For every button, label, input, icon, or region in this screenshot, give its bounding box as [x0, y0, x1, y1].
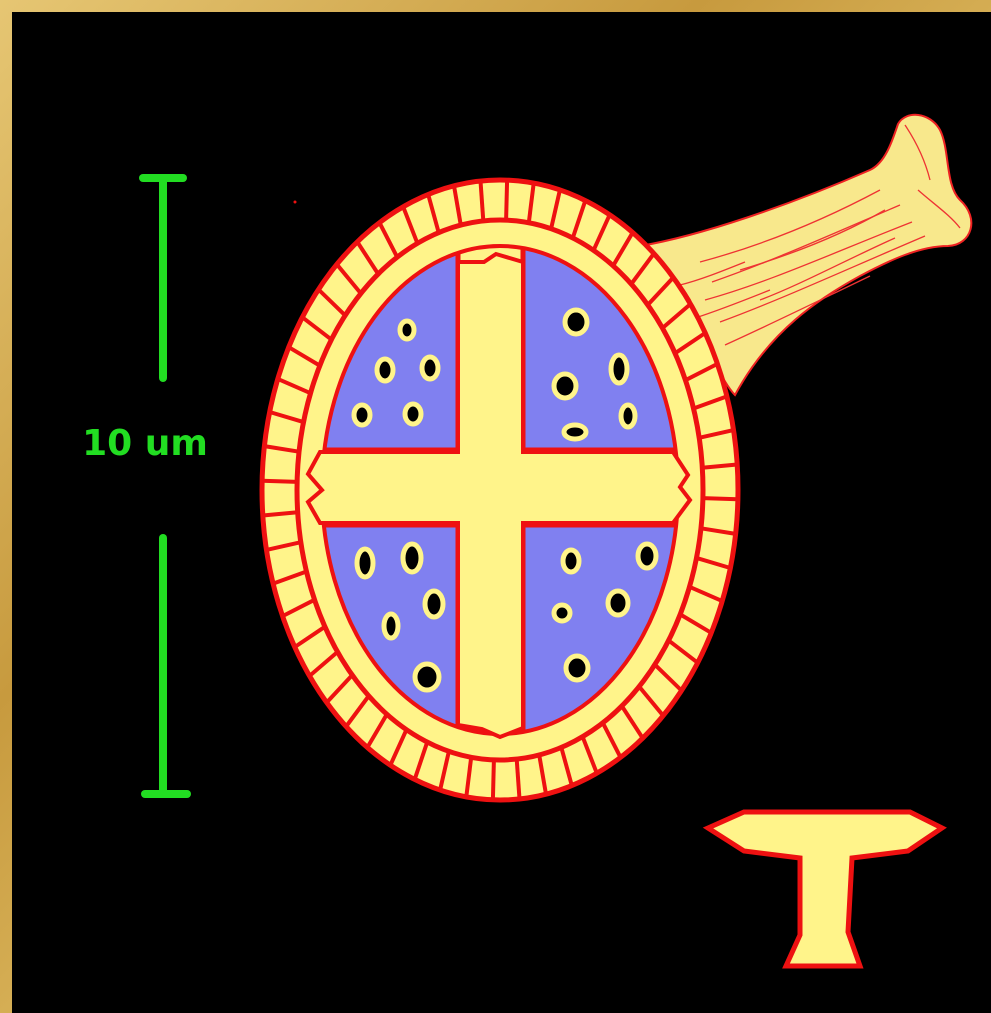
vesicle	[554, 374, 576, 398]
scale-bar-label: 10 um	[82, 423, 208, 464]
vesicle	[638, 544, 656, 568]
vesicle	[400, 321, 414, 339]
vesicle	[357, 549, 373, 577]
vesicle	[563, 550, 579, 572]
vesicle	[566, 656, 588, 680]
spore-diagram: 10 um T	[12, 12, 991, 1013]
wall-segment-line	[493, 760, 494, 800]
diagram-canvas: 10 um T	[12, 12, 991, 1013]
vesicle	[405, 404, 421, 424]
vesicle	[422, 357, 438, 379]
wall-segment-line	[517, 759, 520, 799]
vesicle	[384, 614, 398, 638]
wall-segment-line	[703, 498, 738, 499]
vesicle	[354, 405, 370, 425]
speck	[294, 201, 297, 204]
vesicle	[425, 591, 443, 617]
vesicle	[554, 605, 570, 621]
vesicle	[403, 544, 421, 572]
wall-segment-line	[506, 180, 507, 220]
wall-segment-line	[481, 181, 484, 221]
wall-segment-line	[262, 481, 297, 482]
vesicle	[564, 425, 586, 439]
vesicle	[377, 359, 393, 381]
vesicle	[565, 310, 587, 334]
vesicle	[608, 591, 628, 615]
vesicle	[621, 405, 635, 427]
vesicle	[415, 664, 439, 690]
vesicle	[611, 355, 627, 383]
